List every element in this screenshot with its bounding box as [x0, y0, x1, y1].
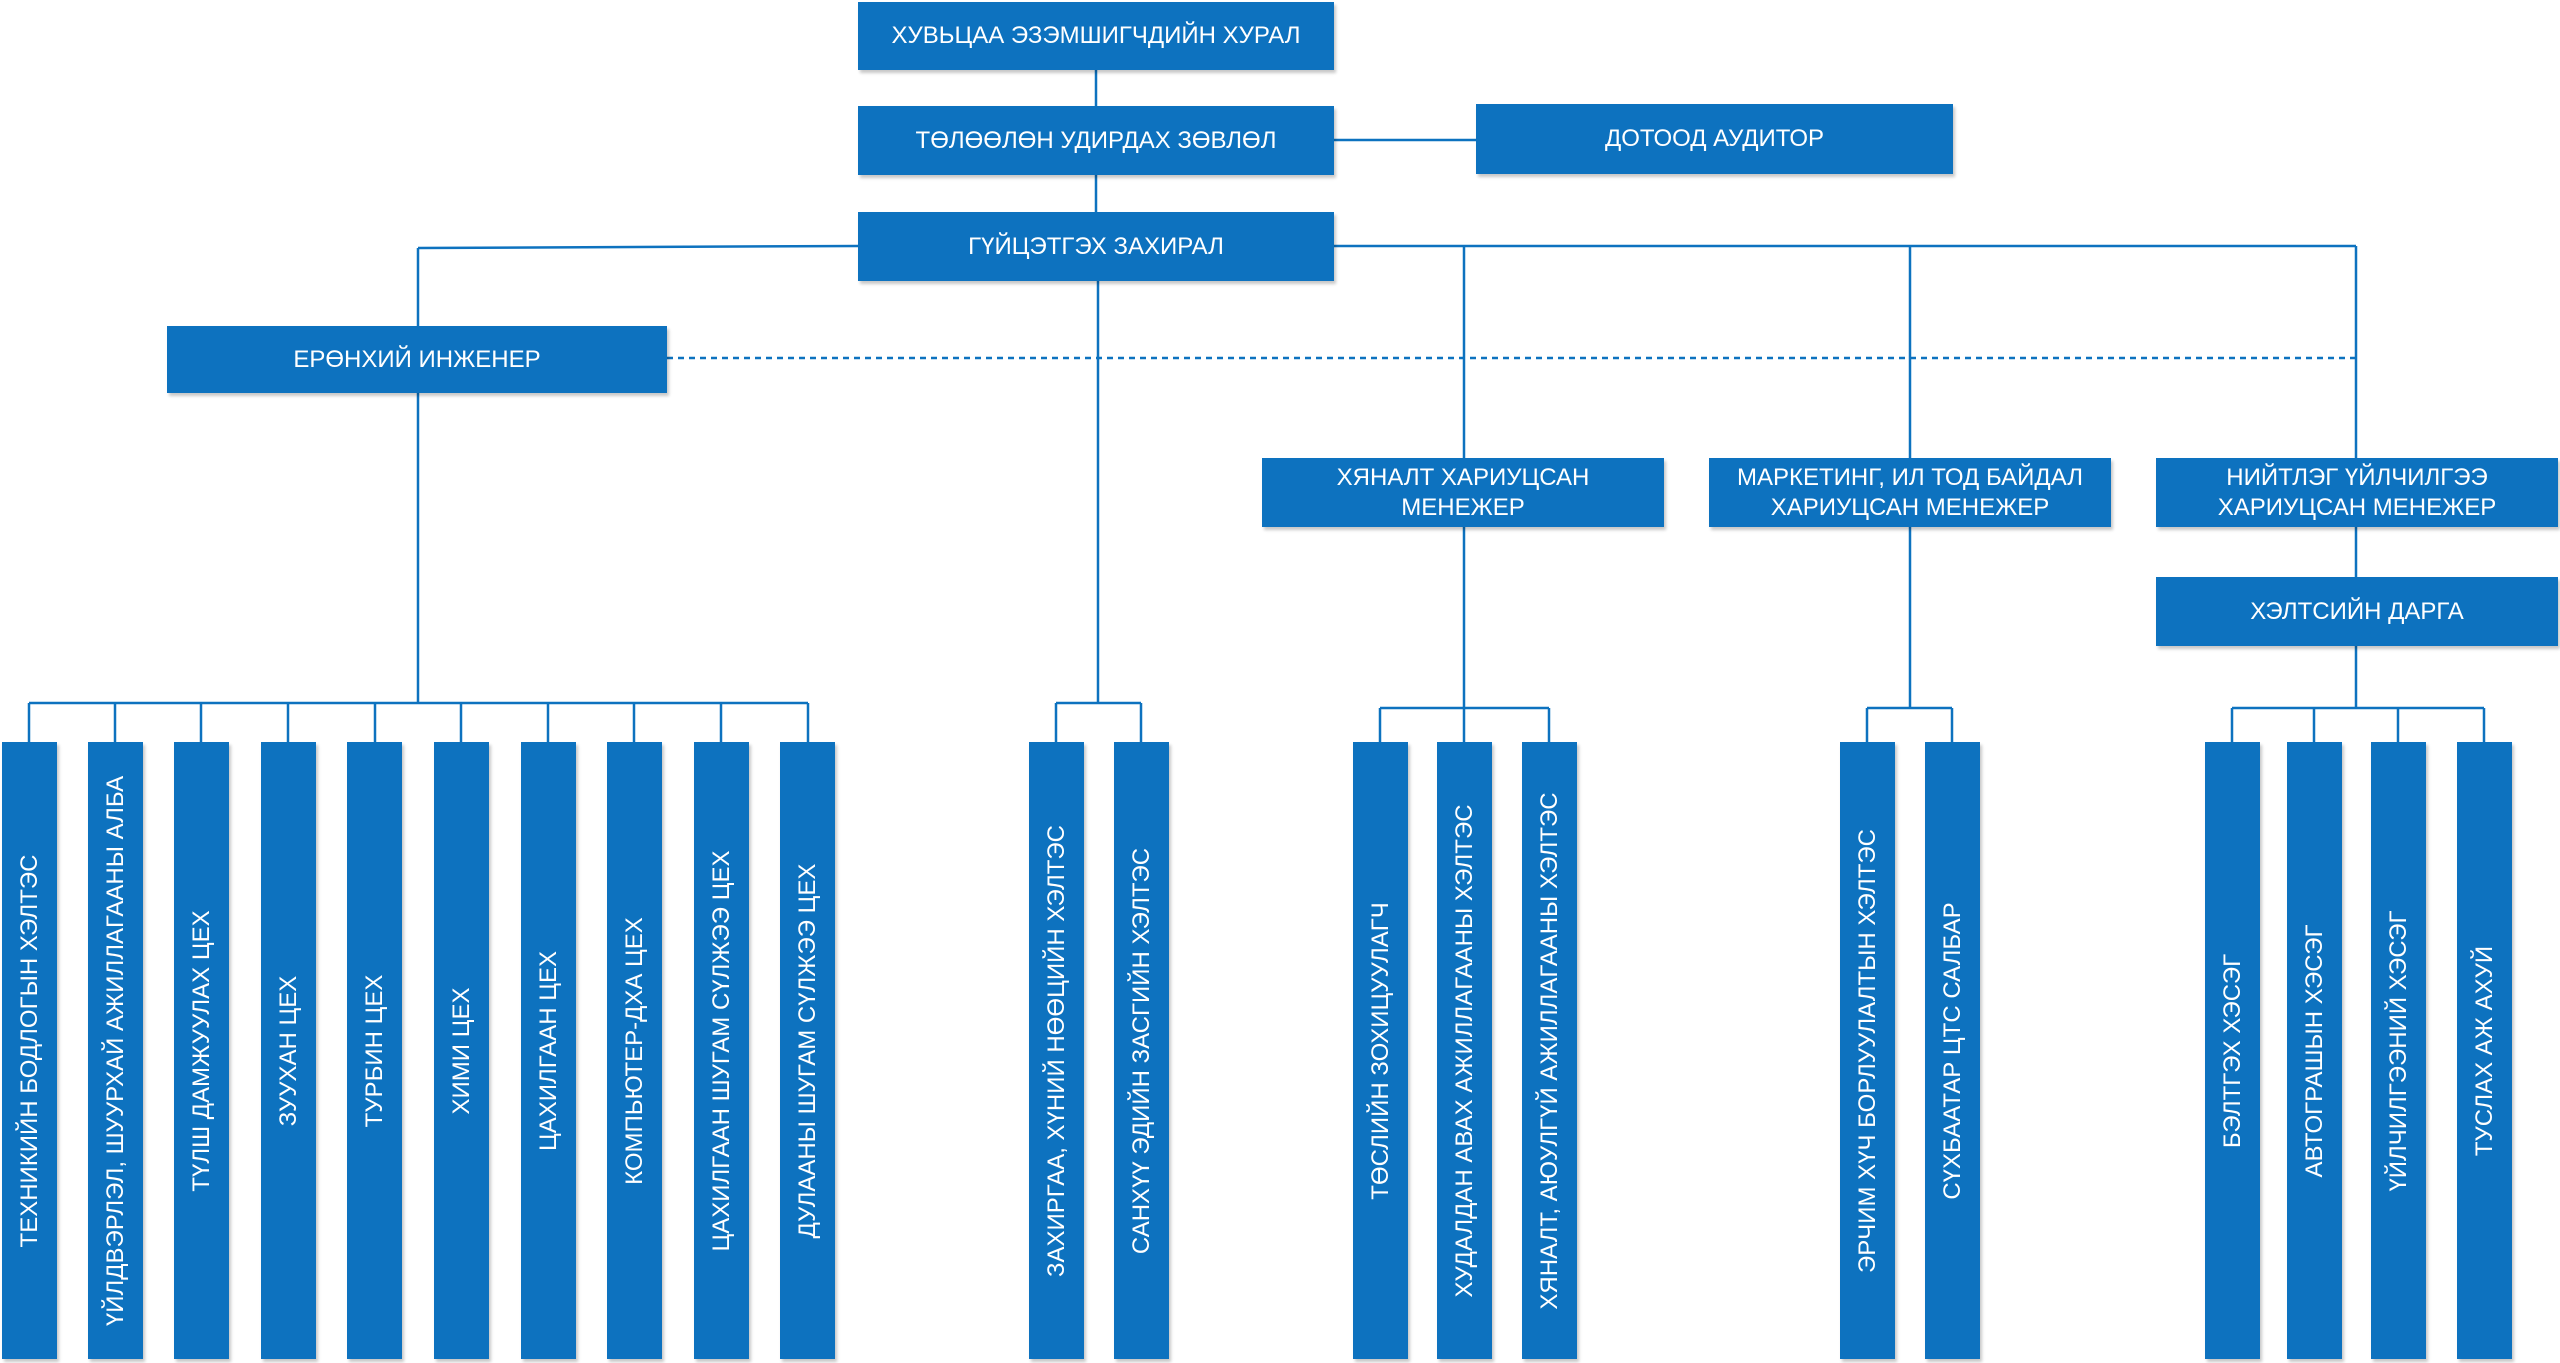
unit-chemistry: ХИМИ ЦЕХ: [434, 742, 489, 1359]
shareholders-meeting-box: ХУВЬЦАА ЭЗЭМШИГЧДИЙН ХУРАЛ: [858, 2, 1334, 70]
unit-label: ЦАХИЛГААН ШУГАМ СҮЛЖЭЭ ЦЕХ: [707, 849, 735, 1252]
internal-auditor-box: ДОТООД АУДИТОР: [1476, 104, 1953, 174]
unit-label: ЗАХИРГАА, ХҮНИЙ НӨӨЦИЙН ХЭЛТЭС: [1042, 824, 1070, 1277]
unit-label: ХИМИ ЦЕХ: [447, 987, 475, 1114]
unit-electrical: ЦАХИЛГААН ЦЕХ: [521, 742, 576, 1359]
unit-preparation: БЭЛТГЭХ ХЭСЭГ: [2205, 742, 2260, 1359]
unit-sukhbaatar-branch: СҮХБААТАР ЦТС САЛБАР: [1925, 742, 1980, 1359]
unit-label: ТҮЛШ ДАМЖУУЛАХ ЦЕХ: [187, 909, 215, 1192]
unit-turbine: ТУРБИН ЦЕХ: [347, 742, 402, 1359]
unit-label: КОМПЬЮТЕР-ДХА ЦЕХ: [620, 916, 648, 1185]
unit-computer-dcs: КОМПЬЮТЕР-ДХА ЦЕХ: [607, 742, 662, 1359]
unit-boiler: ЗУУХАН ЦЕХ: [261, 742, 316, 1359]
unit-label: БЭЛТГЭХ ХЭСЭГ: [2218, 953, 2246, 1148]
board-of-directors-box: ТӨЛӨӨЛӨН УДИРДАХ ЗӨВЛӨЛ: [858, 106, 1334, 175]
unit-label: ЭРЧИМ ХҮЧ БОРЛУУЛАЛТЫН ХЭЛТЭС: [1853, 828, 1881, 1273]
unit-administration-hr: ЗАХИРГАА, ХҮНИЙ НӨӨЦИЙН ХЭЛТЭС: [1029, 742, 1084, 1359]
unit-label: ДУЛААНЫ ШУГАМ СҮЛЖЭЭ ЦЕХ: [793, 863, 821, 1238]
chief-engineer-box: ЕРӨНХИЙ ИНЖЕНЕР: [167, 326, 667, 393]
unit-finance-economics: САНХҮҮ ЭДИЙН ЗАСГИЙН ХЭЛТЭС: [1114, 742, 1169, 1359]
unit-label: ҮЙЛЧИЛГЭЭНИЙ ХЭСЭГ: [2384, 909, 2412, 1192]
unit-label: ЦАХИЛГААН ЦЕХ: [534, 950, 562, 1151]
unit-label: ТӨСЛИЙН ЗОХИЦУУЛАГЧ: [1366, 901, 1394, 1200]
unit-label: ТУРБИН ЦЕХ: [360, 974, 388, 1127]
unit-label: СҮХБААТАР ЦТС САЛБАР: [1938, 901, 1966, 1200]
unit-procurement: ХУДАЛДАН АВАХ АЖИЛЛАГААНЫ ХЭЛТЭС: [1437, 742, 1492, 1359]
department-head-box: ХЭЛТСИЙН ДАРГА: [2156, 577, 2558, 646]
unit-power-line-network: ЦАХИЛГААН ШУГАМ СҮЛЖЭЭ ЦЕХ: [694, 742, 749, 1359]
unit-fuel-transfer: ТҮЛШ ДАМЖУУЛАХ ЦЕХ: [174, 742, 229, 1359]
unit-control-safety: ХЯНАЛТ, АЮУЛГҮЙ АЖИЛЛАГААНЫ ХЭЛТЭС: [1522, 742, 1577, 1359]
unit-label: ТУСЛАХ АЖ АХУЙ: [2470, 945, 2498, 1156]
unit-label: ХУДАЛДАН АВАХ АЖИЛЛАГААНЫ ХЭЛТЭС: [1450, 803, 1478, 1298]
unit-label: ХЯНАЛТ, АЮУЛГҮЙ АЖИЛЛАГААНЫ ХЭЛТЭС: [1535, 791, 1563, 1310]
unit-project-coordinator: ТӨСЛИЙН ЗОХИЦУУЛАГЧ: [1353, 742, 1408, 1359]
unit-production-operations: ҮЙЛДВЭРЛЭЛ, ШУУРХАЙ АЖИЛЛАГААНЫ АЛБА: [88, 742, 143, 1359]
unit-services: ҮЙЛЧИЛГЭЭНИЙ ХЭСЭГ: [2371, 742, 2426, 1359]
unit-label: ҮЙЛДВЭРЛЭЛ, ШУУРХАЙ АЖИЛЛАГААНЫ АЛБА: [101, 775, 129, 1326]
control-manager-box: ХЯНАЛТ ХАРИУЦСАН МЕНЕЖЕР: [1262, 458, 1664, 527]
unit-label: ТЕХНИКИЙН БОДЛОГЫН ХЭЛТЭС: [15, 854, 43, 1247]
unit-label: ЗУУХАН ЦЕХ: [274, 975, 302, 1126]
unit-technical-policy: ТЕХНИКИЙН БОДЛОГЫН ХЭЛТЭС: [2, 742, 57, 1359]
unit-energy-sales: ЭРЧИМ ХҮЧ БОРЛУУЛАЛТЫН ХЭЛТЭС: [1840, 742, 1895, 1359]
unit-auxiliary-farm: ТУСЛАХ АЖ АХУЙ: [2457, 742, 2512, 1359]
marketing-manager-box: МАРКЕТИНГ, ИЛ ТОД БАЙДАЛ ХАРИУЦСАН МЕНЕЖ…: [1709, 458, 2111, 527]
ceo-box: ГҮЙЦЭТГЭХ ЗАХИРАЛ: [858, 212, 1334, 281]
unit-heat-line-network: ДУЛААНЫ ШУГАМ СҮЛЖЭЭ ЦЕХ: [780, 742, 835, 1359]
unit-auto-garage: АВТОГРАШЫН ХЭСЭГ: [2287, 742, 2342, 1359]
general-services-manager-box: НИЙТЛЭГ ҮЙЛЧИЛГЭЭ ХАРИУЦСАН МЕНЕЖЕР: [2156, 458, 2558, 527]
unit-label: САНХҮҮ ЭДИЙН ЗАСГИЙН ХЭЛТЭС: [1127, 847, 1155, 1254]
unit-label: АВТОГРАШЫН ХЭСЭГ: [2300, 923, 2328, 1178]
